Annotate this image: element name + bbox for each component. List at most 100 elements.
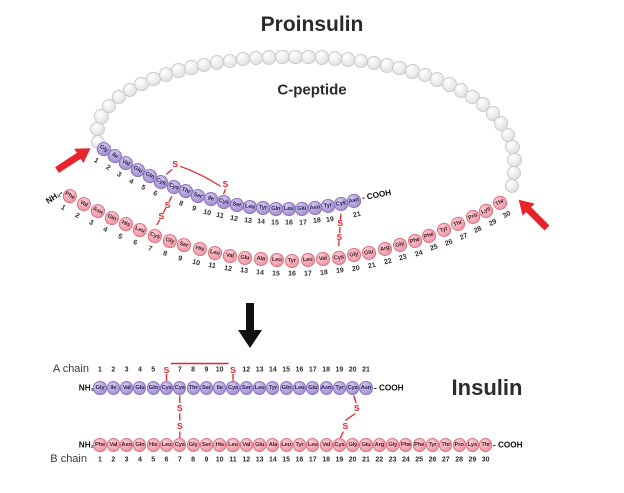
residue-number: 4 [127, 177, 135, 186]
residue-number: 16 [285, 219, 293, 227]
residue-number: 22 [383, 258, 393, 267]
b-chain-bead: Ala [266, 438, 280, 452]
residue-number: 8 [177, 200, 184, 209]
sulfur-atom-label: S [337, 218, 344, 229]
a-chain-bead: Cys [226, 381, 240, 395]
residue-number: 13 [243, 216, 252, 225]
b-chain-bead: Tyr [285, 253, 299, 268]
residue-number: 20 [351, 264, 361, 274]
c-peptide-bead [366, 55, 382, 71]
residue-number: 19 [335, 267, 345, 276]
residue-number: 22 [375, 456, 384, 464]
b-chain-bead: Val [319, 438, 333, 452]
b-chain-bead: Thr [449, 214, 467, 233]
proinsulin-title: Proinsulin [260, 13, 364, 36]
residue-number: 1 [92, 156, 100, 165]
sulfur-atom-label: S [222, 179, 229, 190]
residue-number: 4 [137, 366, 142, 374]
residue-number: 12 [229, 214, 239, 223]
a-chain-bead: Asn [345, 192, 363, 210]
residue-number: 3 [87, 219, 95, 228]
b-chain-bead: Glu [361, 244, 378, 261]
c-peptide-bead [314, 50, 329, 65]
residue-number: 29 [487, 217, 498, 228]
residue-number: 5 [151, 456, 156, 464]
insulin-a-cooh-label: - COOH [374, 383, 404, 393]
residue-number: 15 [282, 366, 291, 374]
b-chain-bead: Val [239, 438, 253, 452]
insulin-a-nh2-label: NH₂- [78, 383, 97, 393]
disulfide-bond-line [339, 431, 344, 439]
b-chain-bead: Leu [206, 244, 223, 261]
residue-number: 6 [152, 190, 159, 199]
insulin-b-cooh-label: - COOH [493, 440, 523, 450]
residue-number: 14 [255, 269, 264, 277]
residue-number: 17 [303, 270, 313, 278]
a-chain-bead: Gln [146, 381, 160, 395]
residue-number: 25 [429, 243, 439, 254]
residue-number: 15 [271, 270, 280, 278]
residue-number: 7 [146, 244, 153, 253]
sulfur-atom-label: S [342, 420, 349, 431]
b-chain-bead: His [146, 438, 160, 452]
a-chain-bead: Asn [359, 381, 373, 395]
residue-number: 30 [501, 210, 512, 221]
a-chain-bead: Thr [186, 381, 200, 395]
c-peptide-bead [301, 49, 316, 65]
residue-number: 28 [455, 456, 463, 464]
sulfur-atom-label: S [176, 420, 183, 431]
a-chain-bead: Val [120, 381, 134, 395]
residue-number: 2 [111, 366, 116, 374]
residue-number: 27 [458, 231, 469, 242]
residue-number: 12 [242, 366, 251, 374]
a-chain-bead: Leu [241, 199, 257, 215]
residue-number: 28 [473, 225, 484, 235]
residue-number: 26 [444, 238, 454, 248]
residue-number: 11 [207, 262, 217, 271]
residue-number: 16 [287, 270, 296, 278]
b-chain-label: B chain [50, 453, 87, 465]
residue-number: 20 [348, 366, 357, 374]
b-chain-bead: Glu [253, 438, 267, 452]
residue-number: 18 [312, 217, 321, 226]
residue-number: 8 [191, 456, 196, 464]
c-peptide-bead [353, 53, 369, 69]
residue-number: 8 [191, 366, 196, 374]
residue-number: 5 [151, 366, 156, 374]
residue-number: 21 [352, 210, 362, 219]
residue-number: 21 [362, 366, 370, 374]
residue-number: 9 [204, 456, 209, 464]
residue-number: 18 [319, 269, 329, 277]
sulfur-atom-label: S [172, 159, 179, 170]
b-chain-bead: Arg [376, 240, 393, 258]
a-chain-bead: Ser [228, 196, 245, 213]
residue-number: 1 [98, 456, 102, 464]
a-chain-bead: Asn [319, 381, 333, 395]
residue-number: 21 [367, 261, 377, 271]
residue-number: 25 [415, 456, 424, 464]
residue-number: 9 [204, 366, 209, 374]
residue-number: 17 [308, 366, 317, 374]
b-chain-bead: Arg [372, 438, 386, 452]
b-chain-bead: Val [222, 247, 238, 264]
sulfur-atom-label: S [158, 211, 165, 222]
residue-number: 3 [124, 456, 129, 464]
b-chain-bead: Gly [391, 236, 408, 254]
residue-number: 24 [401, 456, 410, 464]
b-chain-bead: Val [106, 438, 120, 452]
a-chain-bead: Leu [292, 381, 307, 395]
c-peptide-bead [327, 51, 342, 66]
a-chain-bead: Cys [215, 194, 232, 211]
residue-number: 14 [268, 366, 277, 374]
a-chain-bead: Ser [239, 381, 253, 395]
b-chain-bead: Leu [159, 438, 174, 452]
residue-number: 19 [325, 215, 335, 224]
a-chain-bead: Leu [281, 202, 296, 216]
residue-number: 1 [59, 204, 67, 213]
a-chain-bead: Ile [106, 381, 120, 395]
residue-number: 24 [413, 249, 424, 259]
c-peptide-bead [209, 55, 225, 70]
b-chain-bead: Gly [346, 247, 362, 263]
a-chain-bead: Gln [279, 381, 293, 395]
